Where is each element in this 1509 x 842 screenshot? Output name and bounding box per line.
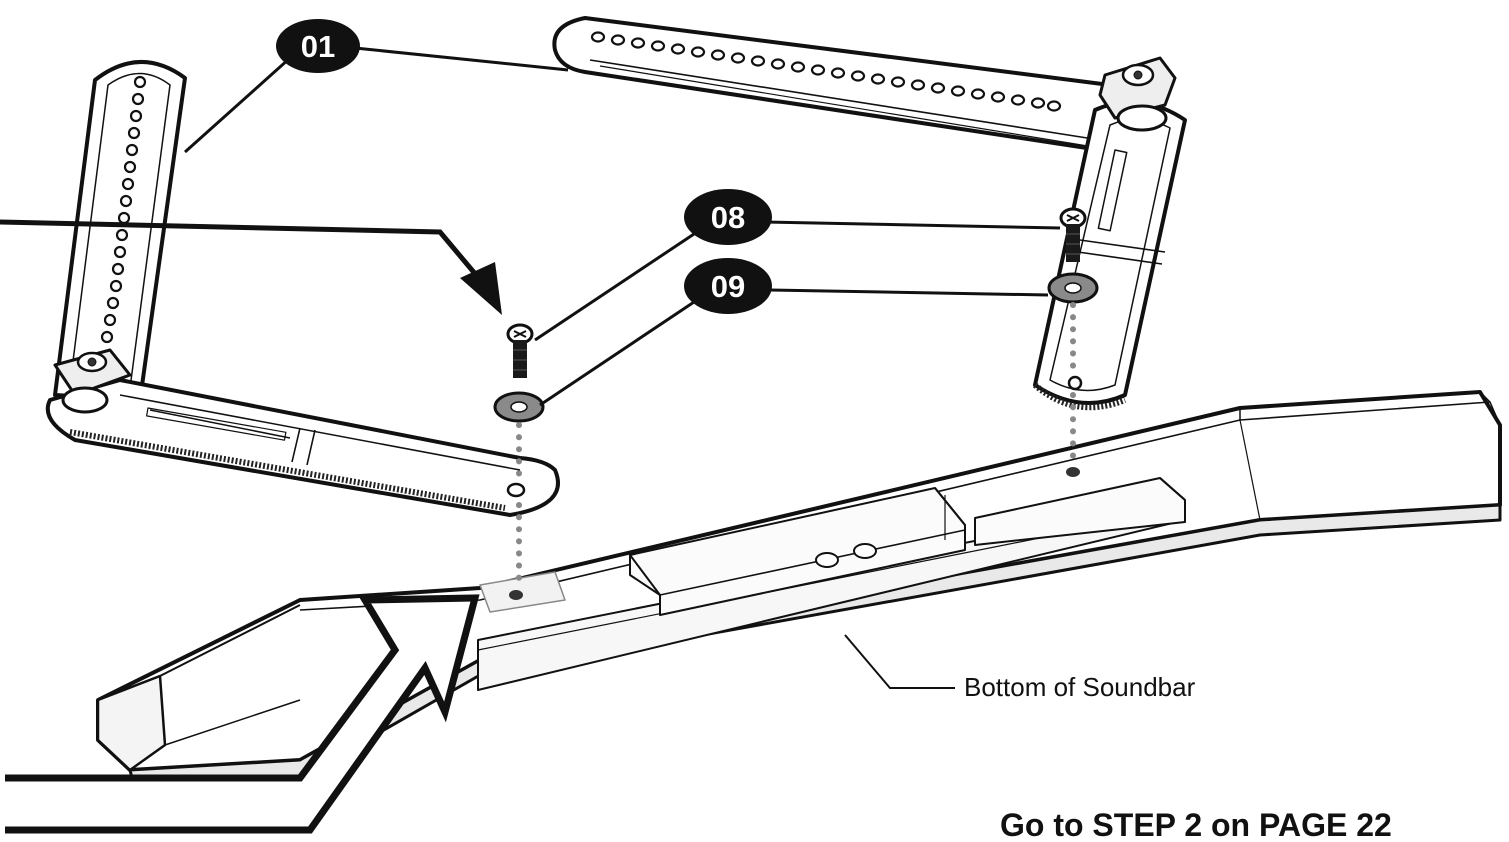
washer-right (1047, 272, 1099, 304)
callout-08: 08 (684, 189, 772, 245)
callout-01: 01 (276, 19, 360, 73)
next-step-text: Go to STEP 2 on PAGE 22 (1000, 807, 1392, 837)
alignment-lines (516, 302, 1076, 588)
washer-left (493, 391, 545, 423)
arrow-pointer-icon (0, 219, 502, 315)
callout-08-label: 08 (711, 200, 745, 235)
callout-09-label: 09 (711, 269, 745, 304)
soundbar-bottom-label: Bottom of Soundbar (964, 672, 1196, 702)
soundbar-hole (815, 552, 839, 568)
bracket-left-pivot (53, 348, 132, 414)
callout-09: 09 (684, 258, 772, 314)
bracket-left-end-hole (506, 482, 526, 498)
bracket-right-pivot (1098, 56, 1177, 132)
soundbar-end-cap (96, 674, 167, 772)
mount-hole-right (1066, 467, 1080, 477)
mount-hole-left (509, 590, 523, 600)
bracket-left-horizontal-arm (45, 378, 560, 517)
bracket-left (45, 60, 560, 517)
screw-left (506, 323, 534, 378)
leader-lines (183, 46, 1061, 407)
callout-01-label: 01 (301, 29, 335, 64)
highlight-zone (479, 571, 566, 613)
soundbar-label-group: Bottom of Soundbar (844, 634, 1196, 702)
bracket-right-end-hole (1067, 375, 1083, 391)
soundbar-hole (853, 543, 877, 559)
bracket-left-holes (100, 75, 147, 344)
screw-right (1059, 207, 1087, 262)
bracket-right-vertical-arm (1033, 100, 1187, 405)
large-arrow-icon (5, 594, 480, 834)
bracket-right-holes (590, 31, 1062, 112)
bracket-right (552, 16, 1187, 411)
